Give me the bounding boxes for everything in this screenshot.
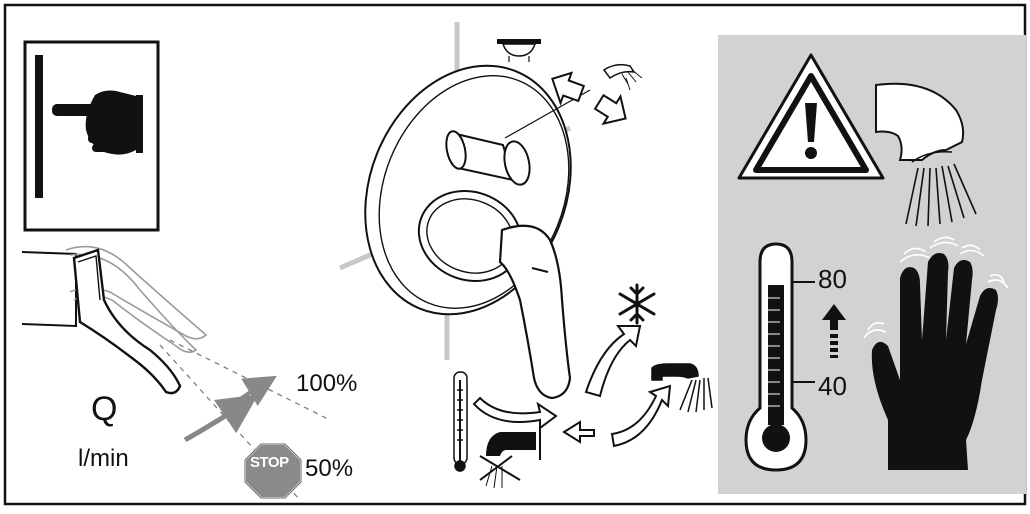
max-flow-label: 100% <box>296 370 358 397</box>
warning-panel <box>718 35 1026 494</box>
hand-shower-icon <box>602 63 643 91</box>
mixer-valve-diagram <box>339 22 591 400</box>
hand-icon <box>863 236 1009 470</box>
bathtub-spout-icon <box>497 39 541 62</box>
min-flow-label: 50% <box>305 455 354 482</box>
diverter-arrows <box>551 71 627 126</box>
shower-head-icon <box>651 363 713 413</box>
warning-triangle-icon <box>737 53 885 180</box>
pointing-hand-icon <box>52 90 143 155</box>
crossed-out-spout-icon <box>479 428 541 489</box>
temperature-high-label: 80 <box>818 264 847 294</box>
snowflake-icon <box>618 283 656 325</box>
stop-sign-label: STOP <box>250 454 289 471</box>
note-box <box>23 40 160 232</box>
thermometer-icon <box>744 242 815 472</box>
flow-rate-symbol: Q <box>91 390 118 428</box>
flow-diagram <box>21 245 331 501</box>
small-thermometer-icon <box>453 371 468 472</box>
temperature-rise-arrow <box>822 304 846 358</box>
faucet-icon <box>875 82 977 227</box>
flow-rate-unit: l/min <box>78 445 129 472</box>
stop-sign-icon <box>244 443 302 499</box>
temperature-low-label: 40 <box>818 371 847 401</box>
flow-arrows <box>472 325 672 448</box>
